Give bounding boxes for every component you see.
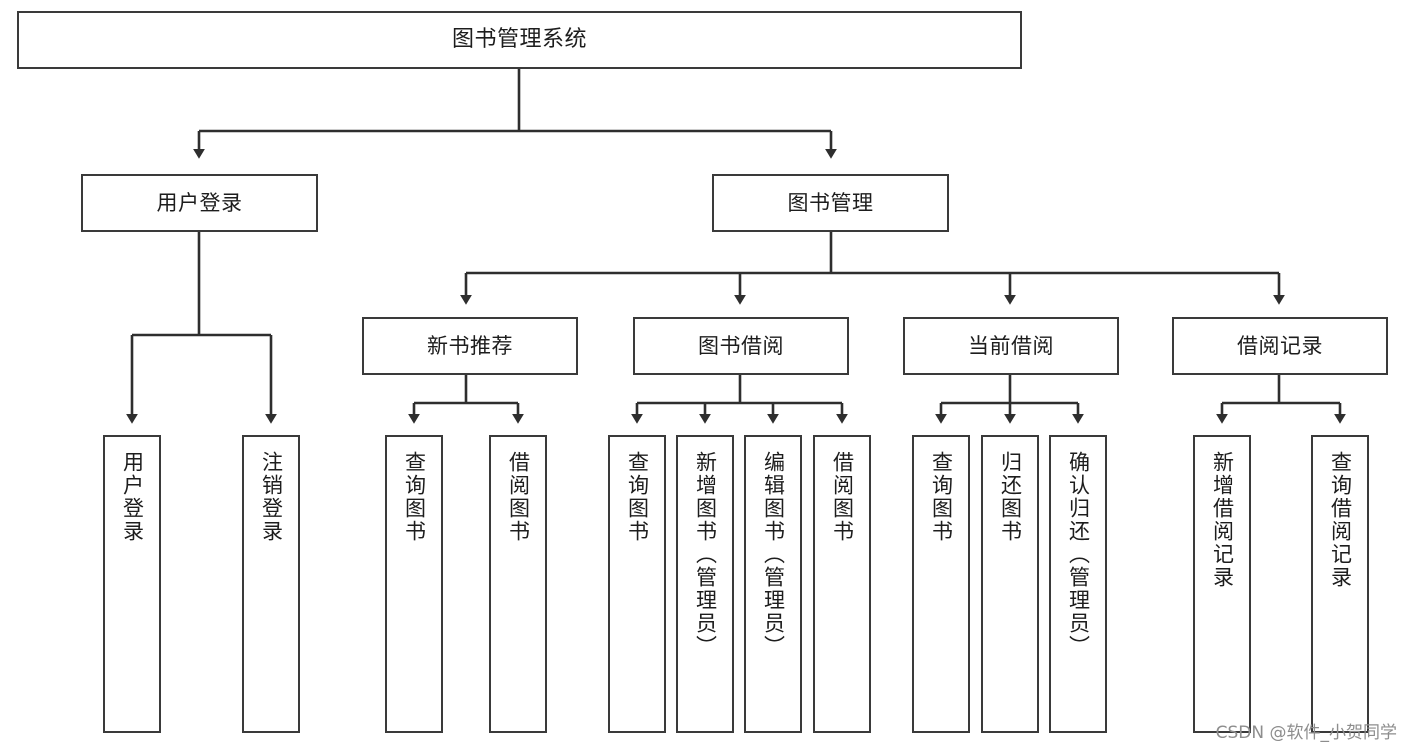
leaf-book-borrow-add-book-admin[interactable]: 新增图书（管理员） — [676, 435, 734, 733]
node-label: 图书管理 — [787, 190, 874, 215]
node-label: 查询借阅记录 — [1328, 451, 1353, 589]
leaf-current-borrow-return-book[interactable]: 归还图书 — [981, 435, 1039, 733]
node-book-borrow[interactable]: 图书借阅 — [633, 317, 849, 375]
node-label: 借阅记录 — [1237, 333, 1323, 358]
node-label: 新书推荐 — [427, 333, 513, 358]
node-label: 借阅图书 — [506, 451, 531, 543]
node-label: 用户登录 — [156, 190, 243, 215]
leaf-book-borrow-query-book[interactable]: 查询图书 — [608, 435, 666, 733]
node-label: 用户登录 — [120, 451, 145, 543]
node-label: 查询图书 — [625, 451, 650, 543]
node-borrow-record[interactable]: 借阅记录 — [1172, 317, 1388, 375]
node-book-management[interactable]: 图书管理 — [712, 174, 949, 232]
leaf-borrow-record-add-record[interactable]: 新增借阅记录 — [1193, 435, 1251, 733]
leaf-new-book-borrow-book[interactable]: 借阅图书 — [489, 435, 547, 733]
node-label: 查询图书 — [402, 451, 427, 543]
leaf-book-borrow-borrow-book[interactable]: 借阅图书 — [813, 435, 871, 733]
leaf-current-borrow-confirm-return-admin[interactable]: 确认归还（管理员） — [1049, 435, 1107, 733]
node-label: 当前借阅 — [968, 333, 1054, 358]
node-label: 图书管理系统 — [451, 27, 587, 53]
node-new-book-recommend[interactable]: 新书推荐 — [362, 317, 578, 375]
node-label: 新增图书（管理员） — [693, 451, 718, 658]
node-root-system[interactable]: 图书管理系统 — [17, 11, 1022, 69]
node-user-login[interactable]: 用户登录 — [81, 174, 318, 232]
node-label: 借阅图书 — [830, 451, 855, 543]
node-current-borrow[interactable]: 当前借阅 — [903, 317, 1119, 375]
leaf-user-login-logout[interactable]: 注销登录 — [242, 435, 300, 733]
node-label: 归还图书 — [998, 451, 1023, 543]
leaf-user-login-login[interactable]: 用户登录 — [103, 435, 161, 733]
node-label: 编辑图书（管理员） — [761, 451, 786, 658]
node-label: 确认归还（管理员） — [1066, 451, 1091, 658]
leaf-new-book-query-book[interactable]: 查询图书 — [385, 435, 443, 733]
leaf-current-borrow-query-book[interactable]: 查询图书 — [912, 435, 970, 733]
node-label: 注销登录 — [259, 451, 284, 543]
node-label: 图书借阅 — [698, 333, 784, 358]
node-label: 新增借阅记录 — [1210, 451, 1235, 589]
leaf-book-borrow-edit-book-admin[interactable]: 编辑图书（管理员） — [744, 435, 802, 733]
leaf-borrow-record-query-record[interactable]: 查询借阅记录 — [1311, 435, 1369, 733]
node-label: 查询图书 — [929, 451, 954, 543]
